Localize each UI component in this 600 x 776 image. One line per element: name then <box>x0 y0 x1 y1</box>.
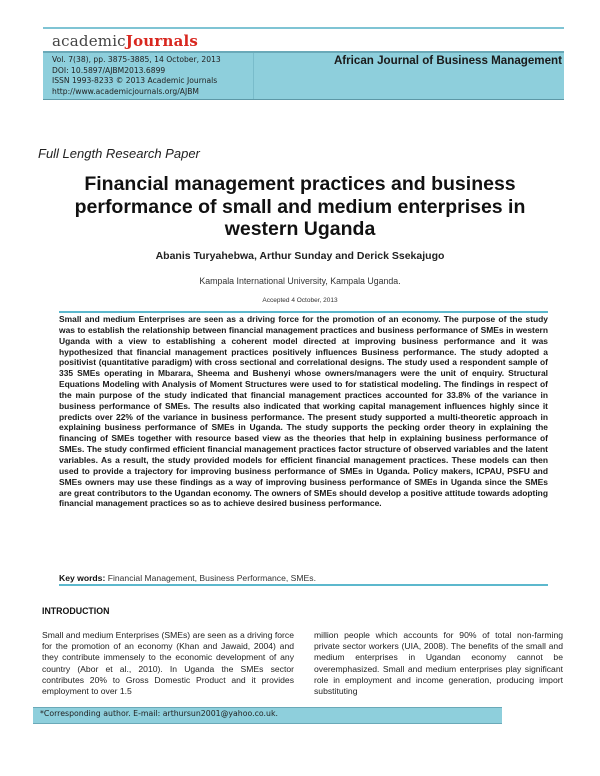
abstract-text: Small and medium Enterprises are seen as… <box>59 314 548 509</box>
issn-copyright: ISSN 1993-8233 © 2013 Academic Journals <box>52 76 218 86</box>
header-band <box>43 53 564 99</box>
header-band-divider <box>253 53 254 99</box>
paper-type-label: Full Length Research Paper <box>38 146 200 161</box>
header-top-rule <box>43 27 564 29</box>
header-band-bottom-rule <box>43 99 564 100</box>
keywords-list: Financial Management, Business Performan… <box>107 573 316 583</box>
paper-title: Financial management practices and busin… <box>74 173 526 240</box>
paper-authors: Abanis Turyahebwa, Arthur Sunday and Der… <box>155 250 445 262</box>
keywords-label: Key words: <box>59 573 106 583</box>
header-band-rule <box>43 51 564 53</box>
abstract-bottom-rule <box>59 584 548 586</box>
volume-pages-date: Vol. 7(38), pp. 3875-3885, 14 October, 2… <box>52 55 221 64</box>
logo-text-journals: Journals <box>125 32 199 50</box>
journal-url-link[interactable]: http://www.academicjournals.org/AJBM <box>52 86 199 96</box>
logo-text-academic: academic <box>52 32 126 50</box>
journal-name: African Journal of Business Management <box>333 54 562 67</box>
corresponding-author-note: *Corresponding author. E-mail: arthursun… <box>40 709 278 718</box>
citation-meta: Vol. 7(38), pp. 3875-3885, 14 October, 2… <box>52 55 252 97</box>
accepted-date: Accepted 4 October, 2013 <box>262 297 338 304</box>
introduction-right-column: million people which accounts for 90% of… <box>314 630 563 697</box>
doi[interactable]: DOI: 10.5897/AJBM2013.6899 <box>52 65 166 75</box>
author-affiliation: Kampala International University, Kampal… <box>199 276 401 286</box>
introduction-heading: INTRODUCTION <box>42 606 110 616</box>
abstract-top-rule <box>59 311 548 313</box>
publisher-logo: academicJournals <box>52 32 198 50</box>
introduction-left-column: Small and medium Enterprises (SMEs) are … <box>42 630 294 697</box>
footer-band <box>33 707 502 724</box>
keywords: Key words: Financial Management, Busines… <box>59 573 548 583</box>
